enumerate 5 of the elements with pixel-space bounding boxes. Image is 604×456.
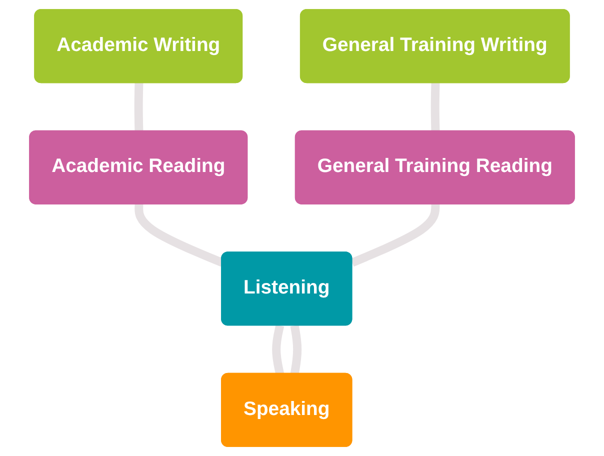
connector (272, 324, 284, 376)
connector (350, 204, 440, 267)
connector (134, 82, 144, 132)
connector (430, 82, 440, 132)
connector (290, 324, 302, 375)
